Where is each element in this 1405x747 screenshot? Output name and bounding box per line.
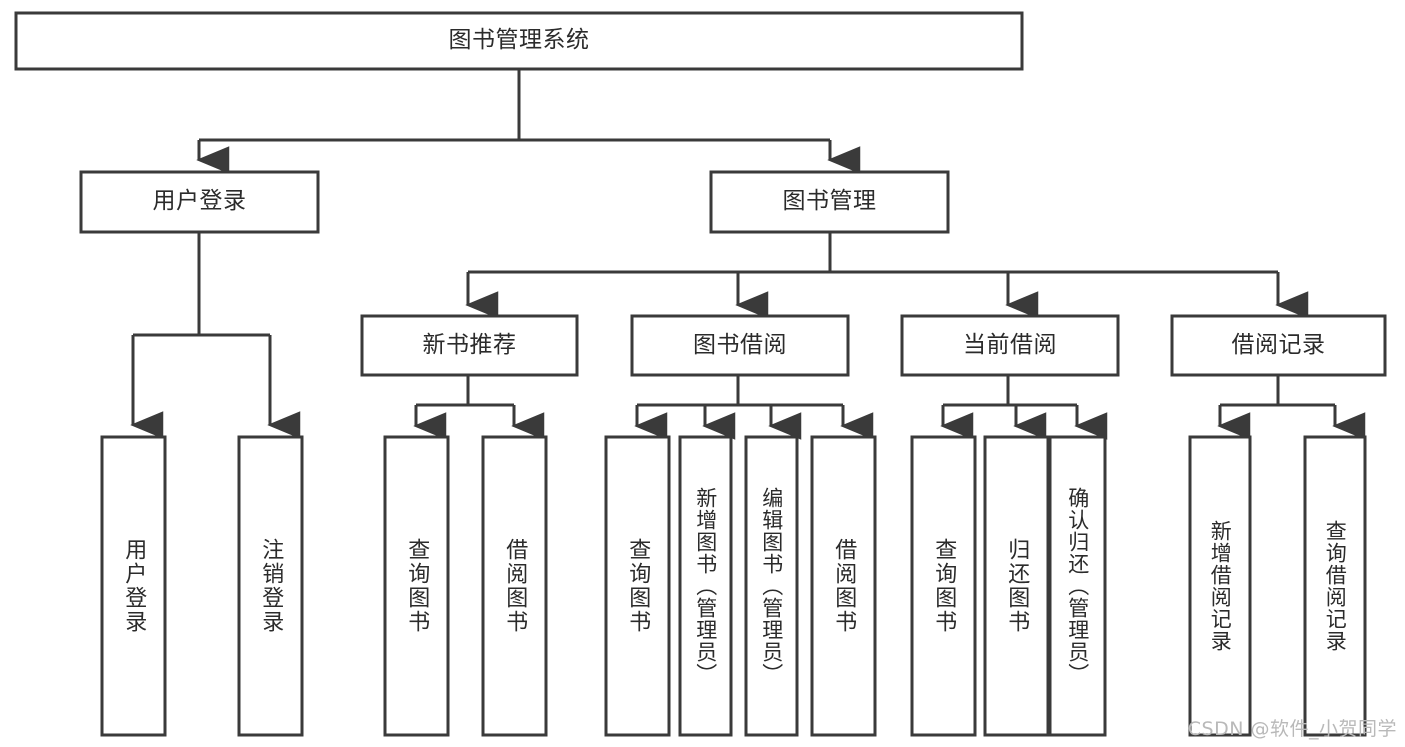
node-leaf-add-book-box[interactable] <box>678 435 733 737</box>
node-leaf-query-book-borrow-box[interactable] <box>604 435 671 737</box>
node-leaf-edit-book-box[interactable] <box>744 435 799 737</box>
node-new-book-rec-box[interactable] <box>360 314 579 377</box>
node-book-borrow-box[interactable] <box>630 314 850 377</box>
node-leaf-borrow-book-rec-box[interactable] <box>481 435 548 737</box>
node-leaf-user-login-box[interactable] <box>100 435 167 737</box>
csdn-watermark: CSDN @软件_小贺同学 <box>1187 718 1397 740</box>
node-leaf-query-book-rec-box[interactable] <box>383 435 450 737</box>
node-leaf-query-book-current-box[interactable] <box>910 435 977 737</box>
node-leaf-query-record-box[interactable] <box>1303 435 1367 737</box>
node-leaf-confirm-return-box[interactable] <box>1048 435 1107 737</box>
node-leaf-borrow-book-box[interactable] <box>810 435 877 737</box>
node-current-borrow-box[interactable] <box>900 314 1120 377</box>
node-leaf-return-book-box[interactable] <box>983 435 1050 737</box>
node-user-login-box[interactable] <box>79 170 320 234</box>
node-leaf-add-record-box[interactable] <box>1188 435 1252 737</box>
node-borrow-record-box[interactable] <box>1170 314 1387 377</box>
node-book-manage-box[interactable] <box>709 170 950 234</box>
node-leaf-user-logout-box[interactable] <box>237 435 304 737</box>
node-root-box[interactable] <box>14 11 1024 71</box>
